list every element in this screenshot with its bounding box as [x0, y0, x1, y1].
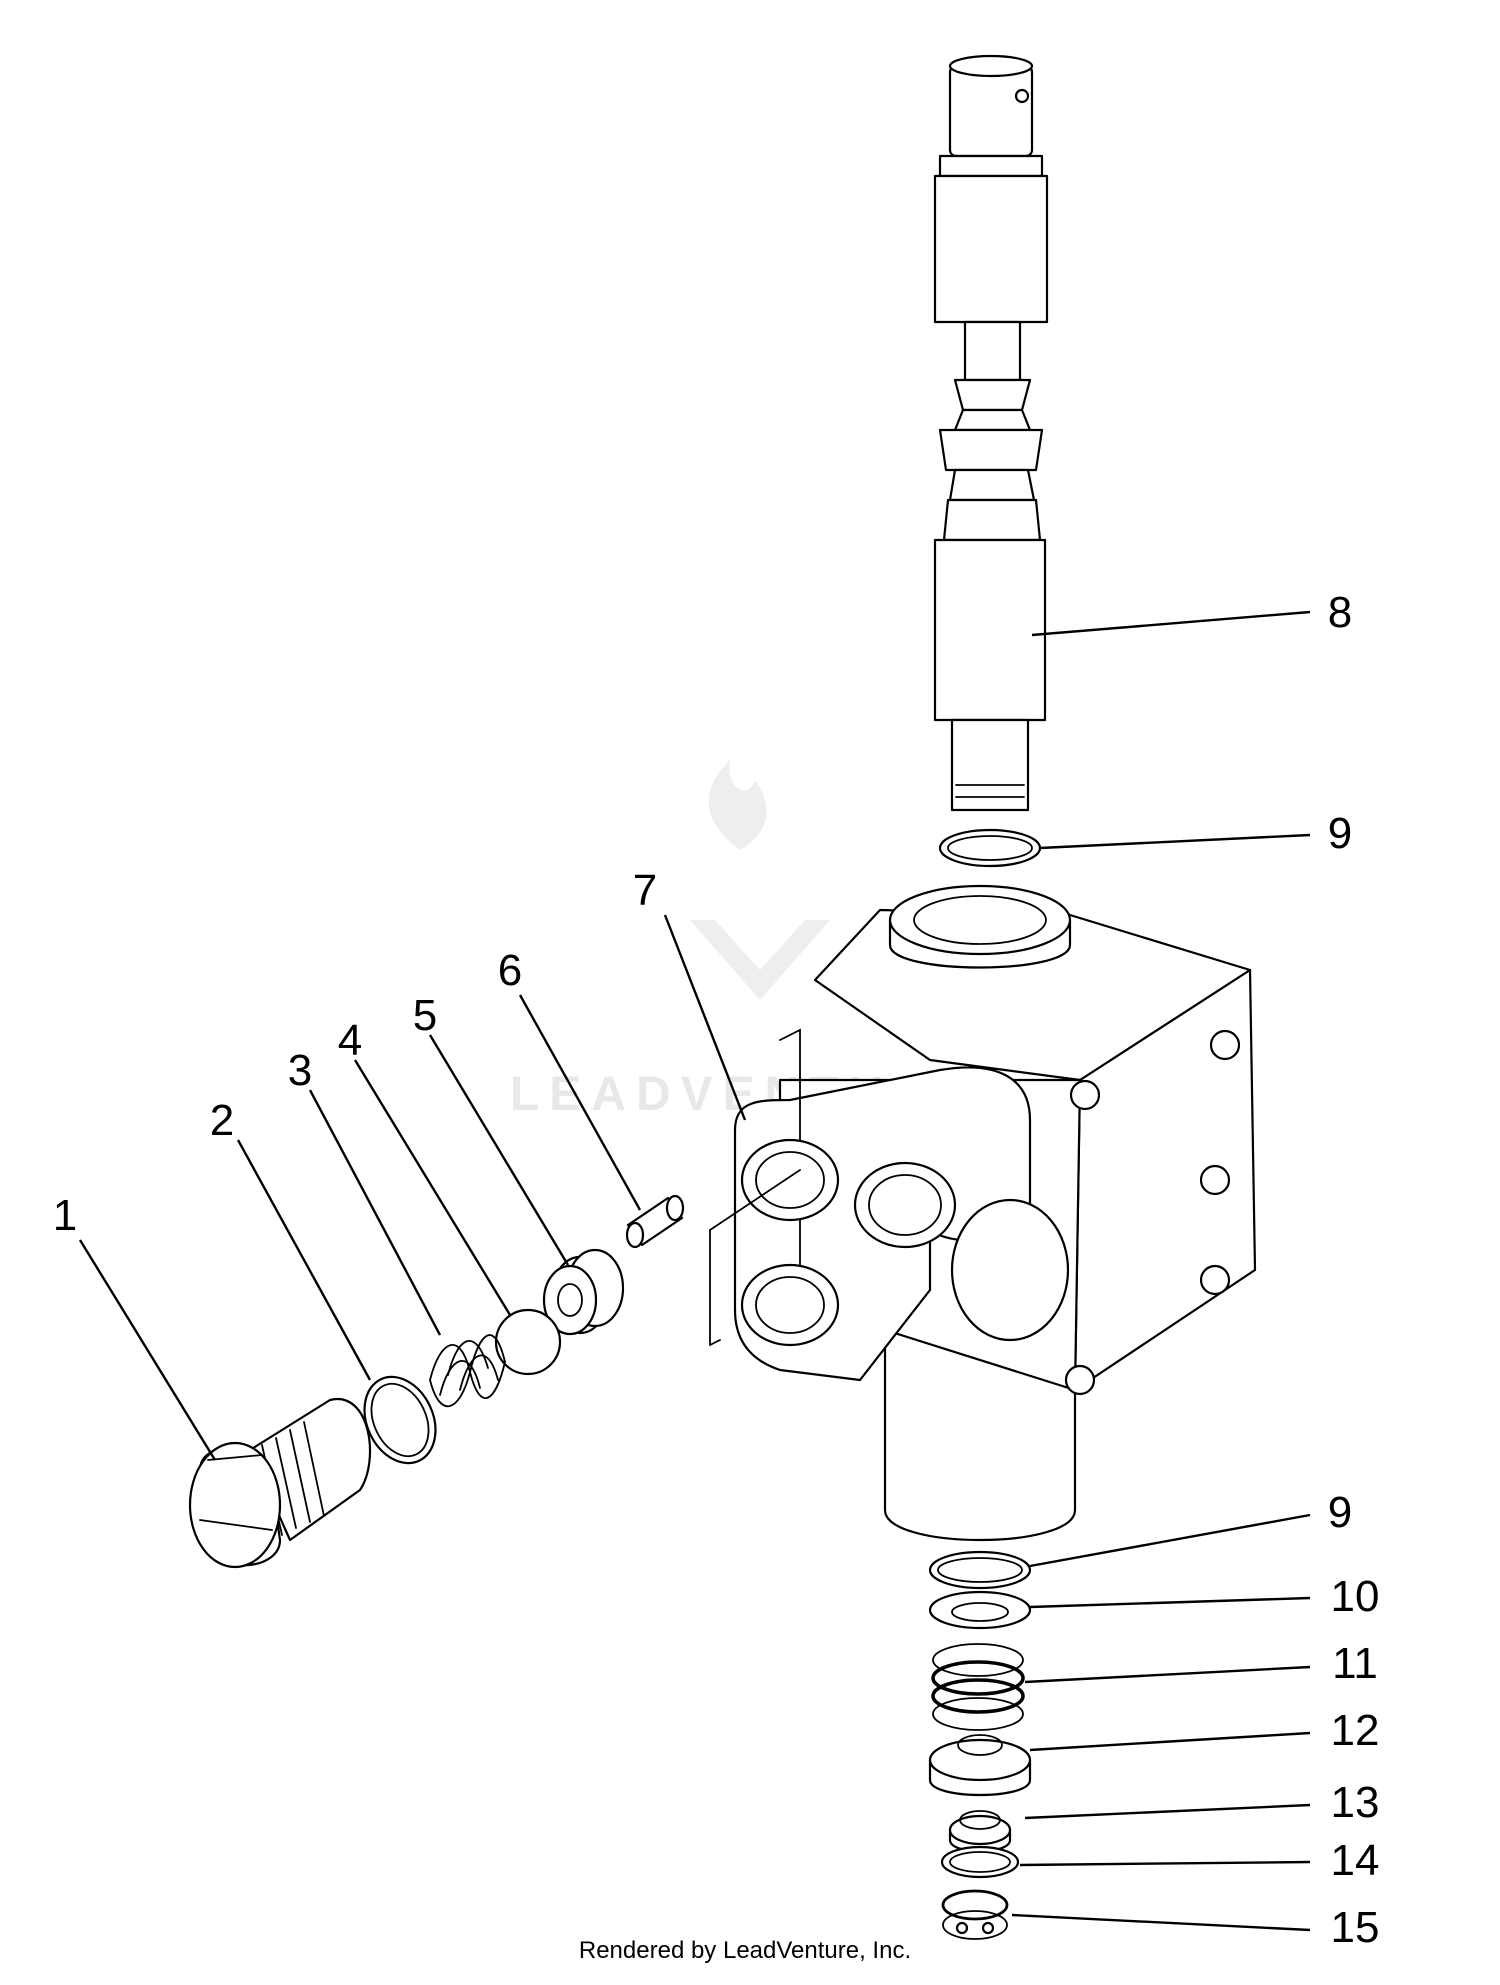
- leader-15: [1011, 1913, 1311, 1932]
- leader-1: [78, 1239, 217, 1461]
- leader-13: [1024, 1803, 1311, 1820]
- callout-4: 4: [338, 1016, 362, 1065]
- part-3-spring: [429, 1334, 506, 1408]
- leader-10: [1029, 1596, 1311, 1609]
- part-4-ball: [494, 1308, 562, 1376]
- callout-6: 6: [498, 946, 522, 995]
- leader-4: [353, 1059, 512, 1316]
- part-8-spool: [933, 54, 1049, 812]
- callout-5: 5: [413, 991, 437, 1040]
- part-13-bushing: [948, 1810, 1012, 1853]
- leader-9-top: [1039, 833, 1311, 850]
- callout-10: 10: [1331, 1572, 1380, 1621]
- part-9-oring-top: [938, 828, 1042, 868]
- part-1-plug: [188, 1397, 372, 1569]
- callout-7: 7: [633, 866, 657, 915]
- callout-numbers: 1 2 3 4 5 6 7 8 9 9 10 11 12 13 14 15: [53, 588, 1380, 1952]
- leader-6: [518, 994, 642, 1211]
- callout-14: 14: [1331, 1836, 1380, 1885]
- callout-9-bottom: 9: [1328, 1488, 1352, 1537]
- leader-5: [428, 1034, 570, 1266]
- leader-12: [1029, 1731, 1311, 1752]
- leader-11: [1024, 1665, 1311, 1684]
- flame-logo-icon: [708, 760, 767, 850]
- part-9-oring-bottom: [928, 1550, 1032, 1590]
- part-6-pin: [625, 1194, 685, 1249]
- part-14-ring: [940, 1845, 1020, 1879]
- v-logo-icon: [690, 920, 830, 1000]
- leader-lines: [78, 610, 1311, 1932]
- callout-9-top: 9: [1328, 809, 1352, 858]
- leader-2: [236, 1139, 372, 1381]
- callout-13: 13: [1331, 1778, 1380, 1827]
- callout-15: 15: [1331, 1903, 1380, 1952]
- callout-2: 2: [210, 1096, 234, 1145]
- part-15-snap-ring: [941, 1889, 1009, 1940]
- part-12-retainer: [928, 1734, 1032, 1797]
- part-11-spring: [931, 1643, 1025, 1731]
- callout-1: 1: [53, 1191, 77, 1240]
- part-2-oring: [363, 1375, 437, 1465]
- leader-14: [1019, 1860, 1311, 1867]
- part-7-valve-body: [709, 884, 1257, 1541]
- part-5-seat: [542, 1248, 625, 1336]
- leader-3: [308, 1089, 442, 1336]
- callout-11: 11: [1332, 1639, 1378, 1688]
- leader-9-bottom: [1029, 1513, 1311, 1568]
- callout-12: 12: [1331, 1706, 1380, 1755]
- credit-text: Rendered by LeadVenture, Inc.: [579, 1937, 911, 1964]
- leader-8: [1031, 610, 1311, 637]
- callout-3: 3: [288, 1046, 312, 1095]
- part-10-washer: [928, 1590, 1032, 1630]
- callout-8: 8: [1328, 588, 1352, 637]
- leader-7: [663, 914, 747, 1121]
